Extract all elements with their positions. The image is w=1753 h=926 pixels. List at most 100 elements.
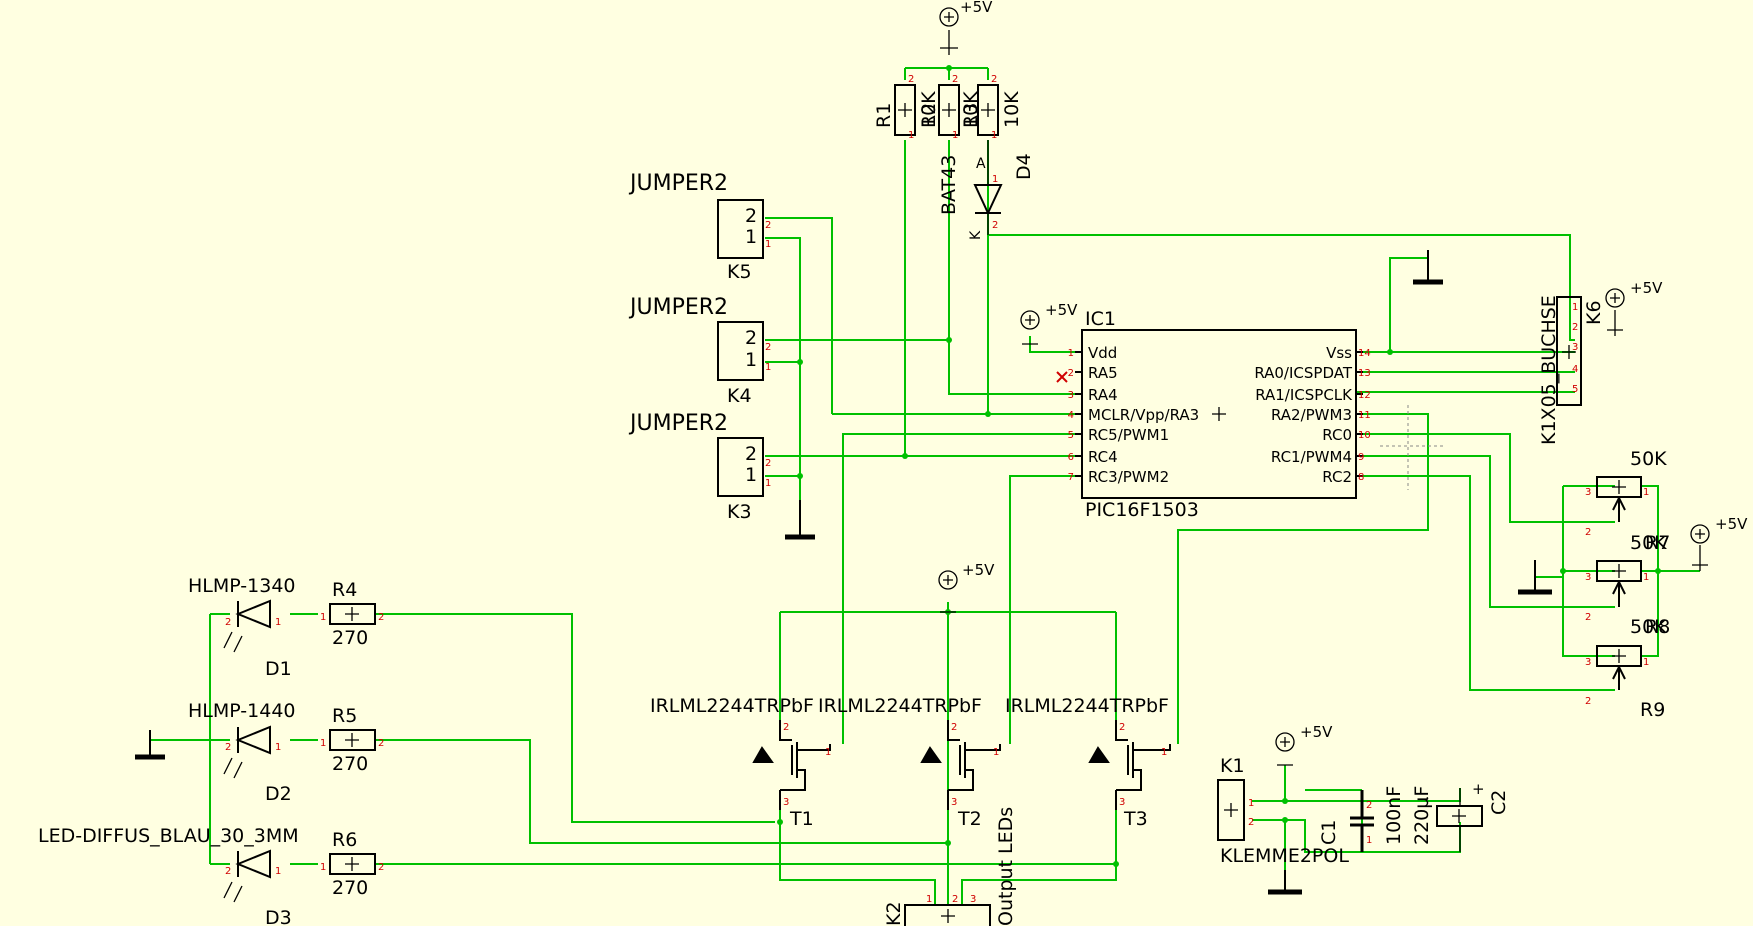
t1-value: IRLML2244TRPbF (650, 695, 814, 717)
svg-text:2: 2 (745, 443, 757, 465)
svg-text:1: 1 (992, 174, 998, 185)
d3-value: LED-DIFFUS_BLAU_30_3MM (38, 825, 299, 847)
d2-ref: D2 (265, 783, 292, 805)
svg-text:1: 1 (908, 130, 914, 141)
c2-value: 220µF (1411, 786, 1433, 845)
r3-value: 10K (1001, 91, 1023, 128)
r2-value: 10K (960, 91, 982, 128)
c2-plus: + (1472, 780, 1485, 798)
supply-5v-mosfet: +5V (938, 561, 995, 613)
capacitor-c2: + 220µF C2 (1411, 780, 1510, 852)
d4-anode: A (976, 156, 986, 172)
svg-text:1: 1 (1643, 657, 1649, 668)
ic-pin-number: 8 (1358, 472, 1364, 483)
r8-ref: R8 (1645, 616, 1670, 638)
r1-value: 10K (918, 91, 940, 128)
capacitor-c1: 21 100nF C1 (1318, 786, 1405, 852)
svg-text:2: 2 (783, 722, 789, 733)
supply-label: +5V (1045, 301, 1078, 319)
ic-pin-label: Vss (1326, 344, 1352, 362)
ic-pin-label: RA2/PWM3 (1271, 406, 1352, 424)
jumper-k5: 2 1 21 JUMPER2 K5 (628, 171, 771, 283)
ic1-value: PIC16F1503 (1085, 499, 1199, 521)
k4-value: JUMPER2 (628, 295, 728, 320)
mosfet-t3: 213 T3 (1088, 720, 1171, 830)
svg-text:2: 2 (952, 894, 958, 905)
t2-ref: T2 (957, 808, 982, 830)
r1-ref: R1 (873, 103, 895, 128)
svg-text:1: 1 (1248, 798, 1254, 809)
r2-ref: R2 (918, 103, 940, 128)
d2-value: HLMP-1440 (188, 700, 296, 722)
k1-ref: K1 (1220, 755, 1245, 777)
junctions (777, 65, 1661, 867)
svg-text:2: 2 (765, 220, 771, 231)
r4-value: 270 (332, 627, 368, 649)
k4-ref: K4 (727, 385, 752, 407)
svg-text:1: 1 (745, 464, 757, 486)
supply-label: +5V (1630, 279, 1663, 297)
r7-ref: R7 (1645, 532, 1670, 554)
svg-text:2: 2 (378, 738, 384, 749)
svg-text:3: 3 (1585, 487, 1591, 498)
svg-text:1: 1 (1572, 302, 1578, 313)
d4-value: BAT43 (938, 155, 960, 215)
ic-pin-number: 5 (1068, 430, 1074, 441)
svg-text:2: 2 (745, 327, 757, 349)
k3-value: JUMPER2 (628, 411, 728, 436)
svg-text:3: 3 (1572, 342, 1578, 353)
r6-ref: R6 (332, 829, 357, 851)
svg-text:3: 3 (1119, 797, 1125, 808)
svg-text:1: 1 (745, 226, 757, 248)
svg-text:1: 1 (765, 239, 771, 250)
r9-value: 50K (1630, 616, 1667, 638)
svg-text:2: 2 (1585, 696, 1591, 707)
svg-text:1: 1 (1643, 572, 1649, 583)
diode-d4: 12 A K BAT43 D4 (938, 140, 1035, 240)
svg-text:2: 2 (1585, 527, 1591, 538)
svg-text:1: 1 (275, 866, 281, 877)
ic-pin-label: MCLR/Vpp/RA3 (1088, 406, 1199, 424)
ic-pin-label: RC0 (1322, 426, 1352, 444)
c2-ref: C2 (1488, 790, 1510, 815)
r5-ref: R5 (332, 705, 357, 727)
mosfet-t1: 213 T1 (752, 720, 831, 830)
supply-5v-pots: +5V (1690, 515, 1748, 571)
r8-value: 50K (1630, 532, 1667, 554)
ic-pin-label: RA4 (1088, 386, 1118, 404)
ic-pin-label: RC5/PWM1 (1088, 426, 1169, 444)
jumper-k3: 2 1 21 JUMPER2 K3 (628, 411, 771, 523)
r5-value: 270 (332, 753, 368, 775)
svg-text:4: 4 (1572, 364, 1578, 375)
svg-text:2: 2 (225, 866, 231, 877)
t2-value: IRLML2244TRPbF (818, 695, 982, 717)
svg-text:1: 1 (991, 130, 997, 141)
ic-pin-number: 14 (1358, 348, 1371, 359)
svg-text:3: 3 (951, 797, 957, 808)
ic-pin-number: 4 (1068, 410, 1074, 421)
svg-text:1: 1 (320, 862, 326, 873)
svg-text:2: 2 (951, 722, 957, 733)
ic-pin-number: 3 (1068, 390, 1074, 401)
svg-text:1: 1 (275, 617, 281, 628)
c1-value: 100nF (1383, 786, 1405, 845)
svg-text:3: 3 (970, 894, 976, 905)
supply-5v-k6: +5V (1605, 279, 1663, 336)
ic-pin-label: Vdd (1088, 344, 1117, 362)
r6-value: 270 (332, 877, 368, 899)
svg-text:2: 2 (1366, 800, 1372, 811)
jumper-k4: 2 1 21 JUMPER2 K4 (628, 295, 771, 407)
supply-label: +5V (1300, 723, 1333, 741)
supply-label: +5V (960, 0, 993, 16)
resistor-r3: 21 R3 10K (960, 74, 1023, 141)
ic-pin-label: RA1/ICSPCLK (1255, 386, 1353, 404)
ic-pin-label: RA0/ICSPDAT (1254, 364, 1353, 382)
svg-text:1: 1 (952, 130, 958, 141)
ic-pin-label: RA5 (1088, 364, 1118, 382)
